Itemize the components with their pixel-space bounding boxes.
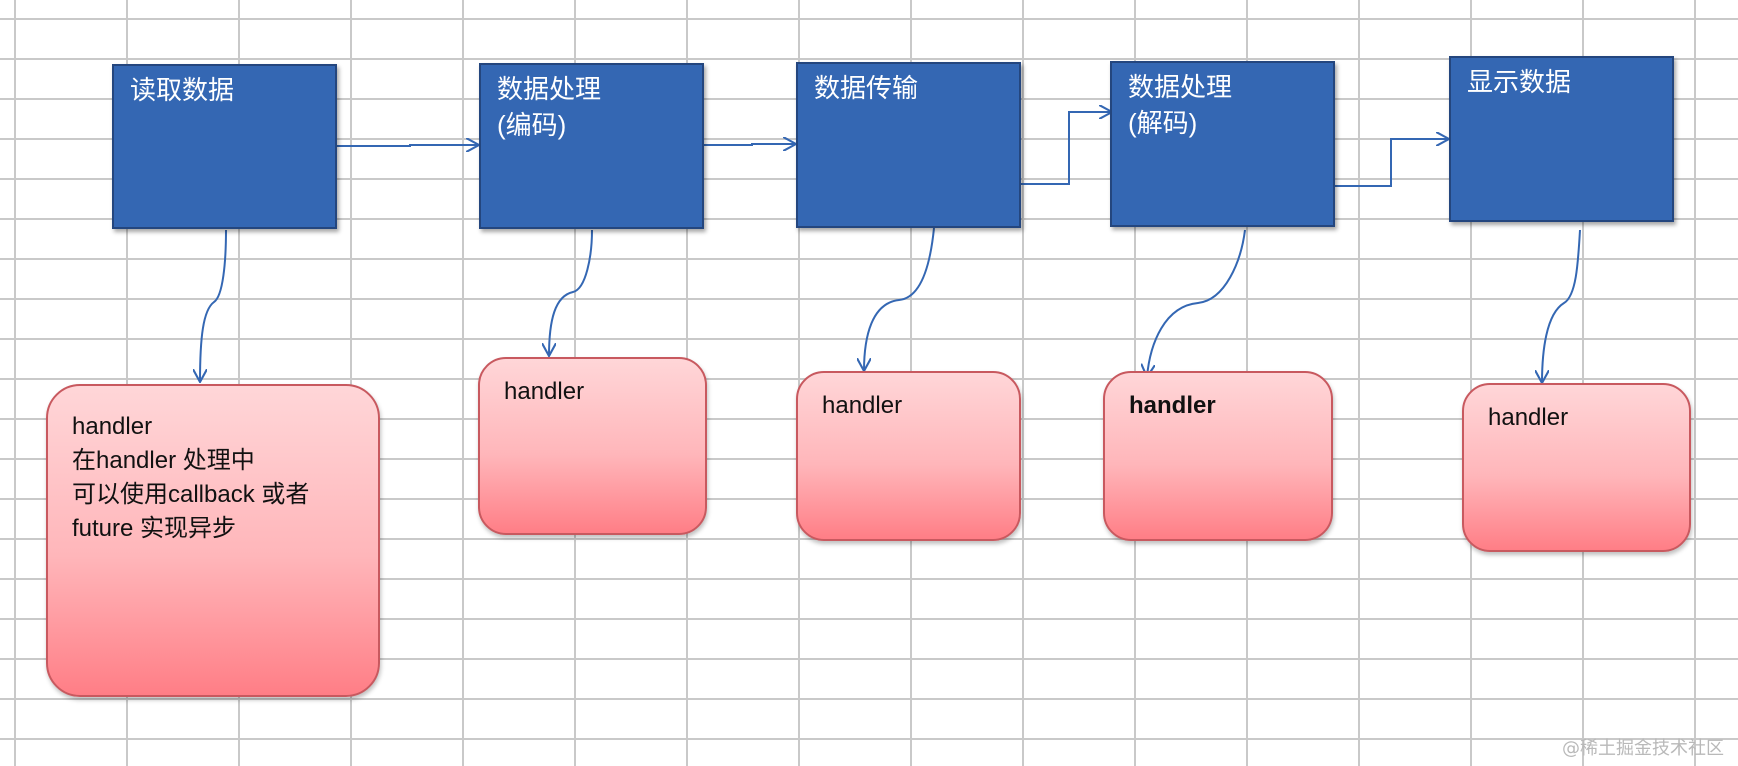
arrow-transfer-to-handler xyxy=(864,227,935,371)
step-sublabel: (解码) xyxy=(1128,108,1198,138)
arrow-decode-to-handler xyxy=(1147,229,1246,377)
step-display-data: 显示数据 xyxy=(1449,56,1674,222)
arrow-encode-to-transfer xyxy=(704,144,796,145)
arrow-read-to-encode xyxy=(337,145,479,146)
handler-title: handler xyxy=(1129,392,1216,419)
step-label: 读取数据 xyxy=(130,75,235,105)
step-label: 数据处理 xyxy=(497,74,602,104)
handler-title: handler xyxy=(72,413,153,440)
step-label: 显示数据 xyxy=(1467,67,1572,97)
handler-title: handler xyxy=(504,378,585,405)
handler-title: handler xyxy=(822,392,903,419)
step-transfer: 数据传输 xyxy=(796,62,1021,228)
arrow-display-to-handler xyxy=(1542,229,1581,383)
handler-title: handler xyxy=(1488,404,1569,431)
handler-decode: handler xyxy=(1103,371,1333,541)
step-decode: 数据处理 (解码) xyxy=(1110,61,1335,227)
handler-note: 可以使用callback 或者 xyxy=(72,481,310,508)
handler-note: future 实现异步 xyxy=(72,515,237,542)
handler-encode: handler xyxy=(478,357,707,535)
watermark: @稀土掘金技术社区 xyxy=(1562,738,1724,759)
step-label: 数据传输 xyxy=(814,73,919,103)
step-sublabel: (编码) xyxy=(497,110,567,140)
step-encode: 数据处理 (编码) xyxy=(479,63,704,229)
step-label: 数据处理 xyxy=(1128,72,1233,102)
arrow-transfer-to-decode xyxy=(1021,112,1112,185)
handler-display: handler xyxy=(1462,383,1691,552)
handler-read: handler 在handler 处理中 可以使用callback 或者 fut… xyxy=(46,384,380,697)
step-read-data: 读取数据 xyxy=(112,64,337,229)
arrow-read-to-handler xyxy=(200,229,227,382)
handler-transfer: handler xyxy=(796,371,1021,541)
arrow-decode-to-display xyxy=(1335,139,1449,187)
handler-note: 在handler 处理中 xyxy=(72,447,255,474)
arrow-encode-to-handler xyxy=(549,229,593,356)
